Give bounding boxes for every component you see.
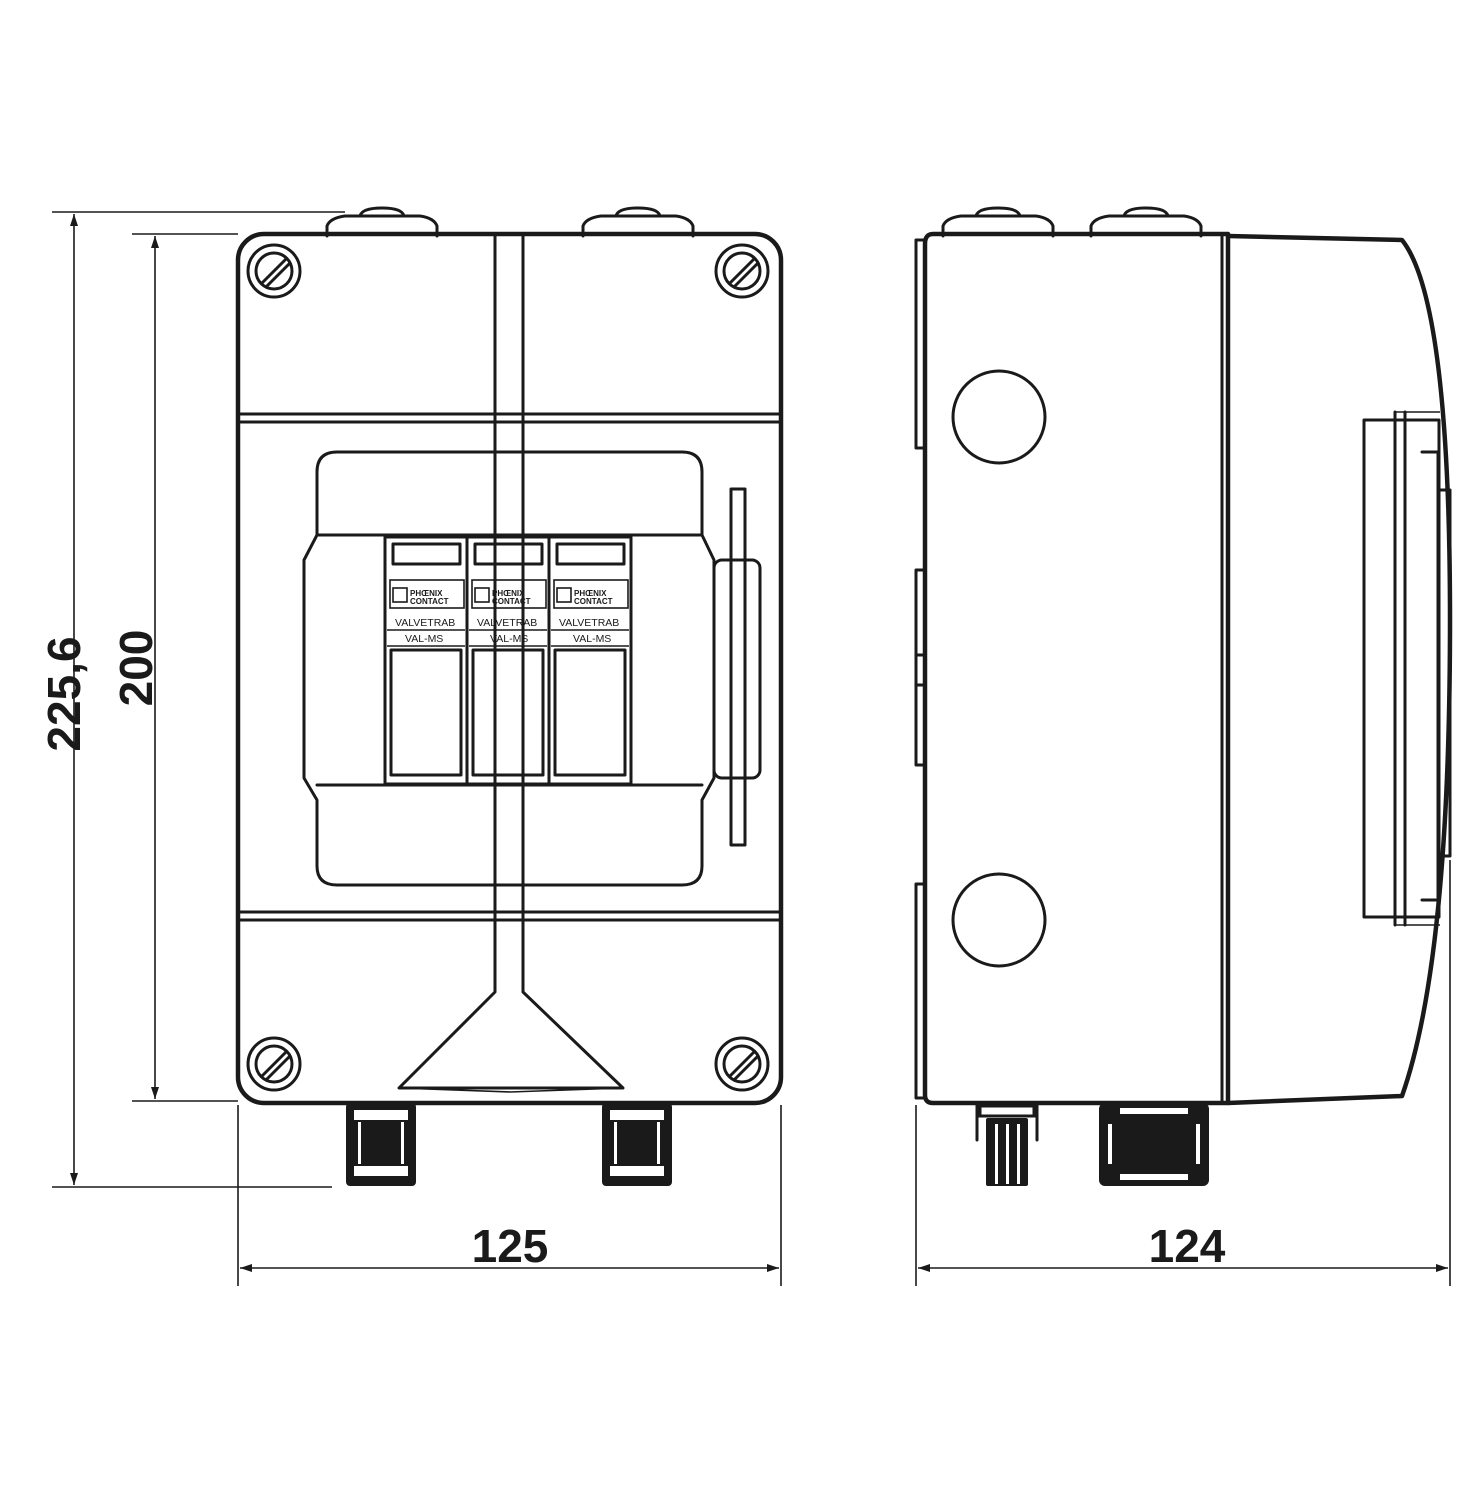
side-bottom-gland-left [975,1101,1039,1186]
front-housing [235,231,784,1106]
module-window [302,450,716,887]
upper-band [238,412,781,424]
bottom-gland-right [602,1103,672,1186]
module-1-type: VAL-MS [405,633,443,645]
module-2: PHŒNIX CONTACT VALVETRAB VAL-MS [465,535,551,786]
dimension-body-height: 200 [110,233,238,1102]
lower-band [238,910,781,922]
top-gland-right [581,206,695,238]
side-latch [1362,410,1452,927]
module-3-brand2: CONTACT [574,597,613,606]
module-3-brand: PHŒNIX [574,589,607,598]
module-2-type: VAL-MS [490,633,528,645]
module-2-series: VALVETRAB [477,617,537,629]
side-view [914,206,1453,1186]
screw-top-left-icon [246,243,302,299]
overall-height-label: 225,6 [38,636,90,751]
body-height-label: 200 [110,630,162,707]
top-gland-left [325,206,439,238]
screw-bottom-right-icon [714,1036,770,1092]
dimension-side-depth: 124 [915,860,1451,1286]
module-3-type: VAL-MS [573,633,611,645]
module-3-series: VALVETRAB [559,617,619,629]
dimension-front-width: 125 [237,1105,782,1286]
dimension-overall-height: 225,6 [38,211,345,1188]
screw-bottom-left-icon [246,1036,302,1092]
module-1-brand2: CONTACT [410,597,449,606]
bottom-funnel [397,918,625,1090]
front-latch [712,487,762,847]
module-2-brand2: CONTACT [492,597,531,606]
module-1-series: VALVETRAB [395,617,455,629]
knockout-lower [951,872,1047,968]
module-2-brand: PHŒNIX [492,589,525,598]
module-3: PHŒNIX CONTACT VALVETRAB VAL-MS [547,535,633,786]
side-top-gland-right [1089,206,1203,238]
module-1: PHŒNIX CONTACT VALVETRAB VAL-MS [383,535,469,786]
module-1-brand: PHŒNIX [410,589,443,598]
side-bottom-gland-right [1099,1103,1209,1186]
screw-top-right-icon [714,243,770,299]
bottom-gland-left [346,1103,416,1186]
knockout-upper [951,369,1047,465]
side-cover [1227,233,1453,1106]
front-view: PHŒNIX CONTACT VALVETRAB VAL-MS PHŒNIX C… [235,206,784,1186]
side-depth-label: 124 [1149,1220,1226,1272]
side-base [922,231,1231,1106]
front-width-label: 125 [472,1220,549,1272]
side-top-gland-left [941,206,1055,238]
